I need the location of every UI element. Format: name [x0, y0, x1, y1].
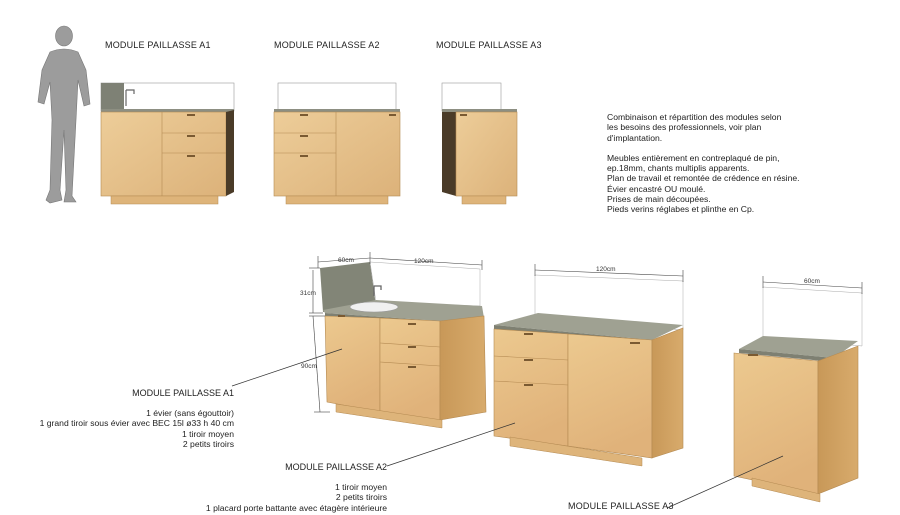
a2-callout-title: MODULE PAILLASSE A2 — [285, 462, 387, 472]
a2-perspective-view — [493, 274, 684, 467]
title-module-a3: MODULE PAILLASSE A3 — [436, 40, 542, 50]
description-line: Meubles entièrement en contreplaqué de p… — [607, 152, 780, 163]
dim-a1-splash-height: 31cm — [300, 290, 316, 297]
a2-callout: MODULE PAILLASSE A2 1 tiroir moyen 2 pet… — [206, 462, 387, 513]
title-module-a1: MODULE PAILLASSE A1 — [105, 40, 211, 50]
a1-feature: 2 petits tiroirs — [182, 438, 234, 449]
a3-front-view — [441, 82, 518, 205]
title-module-a2: MODULE PAILLASSE A2 — [274, 40, 380, 50]
a1-front-view — [100, 82, 235, 205]
a2-front-view — [273, 82, 401, 205]
dim-a1-width-total: 120cm — [414, 258, 434, 265]
description-line: Évier encastré OU moulé. — [607, 183, 706, 194]
description-line: d'implantation. — [607, 132, 663, 143]
a1-perspective-view — [320, 261, 487, 429]
description-line: ep.18mm, chants multiplis apparents. — [607, 163, 750, 174]
a1-callout: MODULE PAILLASSE A1 1 évier (sans égoutt… — [40, 388, 234, 449]
a1-feature: 1 tiroir moyen — [181, 428, 234, 439]
a3-callout-title: MODULE PAILLASSE A3 — [568, 501, 674, 511]
a2-feature: 2 petits tiroirs — [335, 492, 387, 503]
description-line: Combinaison et répartition des modules s… — [607, 112, 782, 122]
a1-feature: 1 évier (sans égouttoir) — [146, 408, 234, 419]
dimension-lines — [309, 252, 863, 413]
dim-a3-width: 60cm — [804, 278, 820, 285]
dim-a2-width: 120cm — [596, 266, 616, 273]
leader-lines — [231, 348, 784, 509]
dim-a1-width-sink: 60cm — [338, 257, 354, 264]
dim-a1-height: 90cm — [301, 363, 317, 370]
a2-feature: 1 placard porte battante avec étagère in… — [205, 502, 387, 513]
description-line: Prises de main découpées. — [607, 194, 711, 205]
description-line: les besoins des professionnels, voir pla… — [607, 122, 762, 133]
a1-feature: 1 grand tiroir sous évier avec BEC 15l ø… — [39, 418, 234, 429]
description-line: Plan de travail et remontée de crédence … — [607, 173, 800, 184]
a2-feature: 1 tiroir moyen — [334, 482, 387, 493]
description-line: Pieds verins réglabes et plinthe en Cp. — [607, 204, 755, 215]
a3-perspective-view — [733, 286, 863, 503]
description-block: Combinaison et répartition des modules s… — [607, 112, 800, 215]
a1-callout-title: MODULE PAILLASSE A1 — [132, 388, 234, 398]
person-silhouette — [37, 25, 91, 204]
